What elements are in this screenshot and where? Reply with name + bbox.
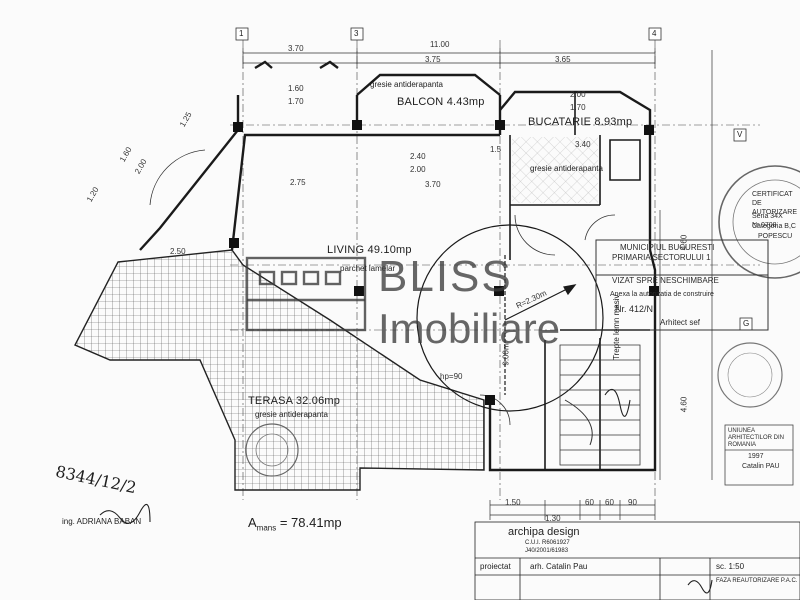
dim-top-a: 3.70 [288, 44, 304, 53]
dim-top-b: 3.75 [425, 55, 441, 64]
rect-stamp [595, 239, 769, 331]
kitchen-floor: gresie antiderapanta [530, 164, 603, 173]
bottom-dimension-lines [489, 500, 656, 520]
dim-bottom-b: 1.30 [545, 514, 561, 523]
engineer-name: ing. ADRIANA BABAN [62, 517, 142, 526]
dim-bottom-d: 60 [605, 498, 614, 507]
grid-label-4: 4 [652, 29, 657, 38]
title-scale: sc. 1:50 [716, 562, 745, 571]
grid-label-1: 1 [239, 29, 244, 38]
signatures [99, 388, 713, 594]
dim-living-b: 3.70 [425, 180, 441, 189]
title-cui: C.U.I. R6061927 [525, 540, 570, 546]
dim-top-total: 11.00 [430, 40, 450, 49]
room-balcon: BALCON 4.43mp [397, 96, 485, 108]
stamp-primaria: PRIMARIA SECTORULUI 1 [612, 253, 711, 262]
stamp-categoria: Categoria B,C [752, 223, 796, 230]
columns [229, 120, 659, 405]
area-symbol: A [248, 515, 257, 530]
stamp-arhitect-sef: Arhitect sef [660, 318, 701, 327]
terasa-floor: gresie antiderapanta [255, 410, 328, 419]
room-bucatarie: BUCATARIE 8.93mp [528, 116, 633, 128]
door-swings [149, 149, 616, 426]
stamp-circles [245, 165, 800, 477]
grid-label-3: 3 [354, 29, 359, 38]
dim-terasa-a: 2.50 [170, 247, 186, 256]
title-reg: J40/2001/61983 [525, 548, 569, 554]
dim-right-b: 4.60 [679, 396, 689, 413]
stamp-seria: Seria 34X Nr.0708 [752, 213, 783, 229]
title-faza: FAZA REAUTORIZARE P.A.C. [716, 578, 798, 584]
grid-label-g: G [743, 319, 750, 328]
stamp-certificat: CERTIFICAT DE AUTORIZARE [752, 191, 797, 216]
top-dimension-lines [242, 48, 713, 480]
dim-mid-b: 2.00 [410, 165, 426, 174]
title-proiectat-label: proiectat [480, 562, 511, 571]
dim-kitchen-c: 3.40 [575, 140, 591, 149]
title-proiectat-value: arh. Catalin Pau [530, 562, 588, 571]
living-floor: parchet lamelar [340, 264, 396, 273]
stamp-nr: Nr. 412/N [615, 304, 654, 314]
dim-balcon-w2: 1.70 [288, 97, 304, 106]
kitchen-tiles [512, 137, 598, 203]
title-block-frame [474, 521, 800, 600]
architect-stamp-box [724, 424, 794, 486]
dim-top-c: 3.65 [555, 55, 571, 64]
dim-kitchen-a: 2.00 [570, 90, 586, 99]
dim-bottom-c: 60 [585, 498, 594, 507]
interior-walls [509, 92, 650, 470]
watermark-brand-top: BLISS [378, 252, 513, 301]
dim-hp: hp=90 [440, 372, 463, 381]
stamp-municipiu: MUNICIPIUL BUCURESTI [620, 243, 715, 252]
grid-label-v: V [737, 130, 743, 139]
title-firm: archipa design [508, 526, 580, 538]
area-total: Amans = 78.41mp [248, 515, 342, 533]
stamp-uniunea: UNIUNEA ARHITECTILOR DIN ROMANIA [728, 428, 785, 448]
watermark-logo [245, 256, 367, 332]
room-living: LIVING 49.10mp [327, 244, 412, 256]
dim-kitchen-b: 1.70 [570, 103, 586, 112]
dim-bottom-e: 90 [628, 498, 637, 507]
balcon-floor: gresie antiderapanta [370, 80, 443, 89]
stamp-an: 1997 [748, 453, 764, 460]
living-circle [416, 224, 604, 412]
dim-bottom-a: 1.50 [505, 498, 521, 507]
spiral-stairs [559, 344, 641, 466]
area-subscript: mans [256, 523, 277, 533]
stamp-catalin: Catalin PAU [742, 463, 780, 470]
watermark-brand-bottom: Imobiliare [378, 305, 561, 352]
dim-kitchen-d: 1.5 [490, 145, 502, 154]
stamp-nume: POPESCU [758, 233, 793, 240]
stamp-anexa: Anexa la autorizatia de construire [610, 291, 714, 298]
stamp-vizat: VIZAT SPRE NESCHIMBARE [612, 276, 719, 285]
dim-mid-a: 2.40 [410, 152, 426, 161]
room-terasa: TERASA 32.06mp [248, 395, 341, 407]
area-value: = 78.41mp [276, 515, 342, 530]
dim-living-a: 2.75 [290, 178, 306, 187]
dim-balcon-w: 1.60 [288, 84, 304, 93]
